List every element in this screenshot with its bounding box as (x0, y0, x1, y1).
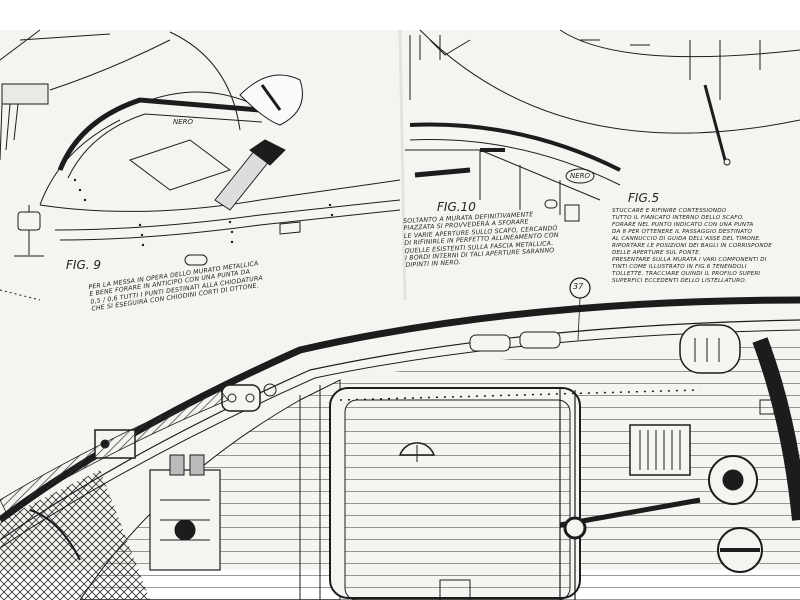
part-number: 37 (573, 282, 584, 291)
fig5-note-line: FORARE NEL PUNTO INDICATO CON UNA PUNTA (612, 222, 754, 228)
fig5-note-line: PRESENTARE SULLA MURATA I VARI COMPONENT… (612, 257, 767, 263)
fig9-drawing (0, 29, 401, 301)
fig5-note-line: DA 8 PER OTTENERE IL PASSAGGIO DESTINATO (612, 229, 753, 235)
part-number-callout (569, 277, 591, 341)
deck-plan (0, 296, 800, 600)
fig5-note-line: STUCCARE E RIFINIRE CONTESSIONDO (612, 208, 727, 214)
fig5-note-line: SUPERFICI ECCEDENTI DELLO LISTELLATURO. (612, 278, 747, 284)
fig10-callout: NERO (570, 172, 591, 180)
fig5-note-line: TINTI COME ILLUSTRATO IN FIG.6 TENENDOLI (612, 264, 747, 270)
fig10-label: FIG.10 (437, 200, 476, 214)
fig10-drawing (405, 29, 800, 222)
fig5-label: FIG.5 (628, 191, 660, 205)
fig9-label: FIG. 9 (66, 258, 102, 272)
fig5-note: STUCCARE E RIFINIRE CONTESSIONDO TUTTO I… (612, 208, 772, 285)
fig5-note-line: AL CANNUCCIO DI GUIDA DELL'ASSE DEL TIMO… (612, 236, 762, 242)
fig5-note-line: TOLLETTE. TRACCIARE QUINDI IL PROFILO SU… (612, 271, 761, 277)
fig5-note-line: RIPORTARE LE POSIZIONI DEI BAGLI IN CORR… (612, 243, 772, 249)
fig5-note-line: DELLE APERTURE SUL PONTE. (612, 250, 701, 256)
fig5-note-line: TUTTO IL FIANCATO INTERNO DELLO SCAFO. (612, 215, 745, 221)
fig10-note: SOLTANTO A MURATA DEFINITIVAMENTE PIAZZA… (403, 210, 560, 270)
fig9-callout: NERO (173, 118, 194, 126)
